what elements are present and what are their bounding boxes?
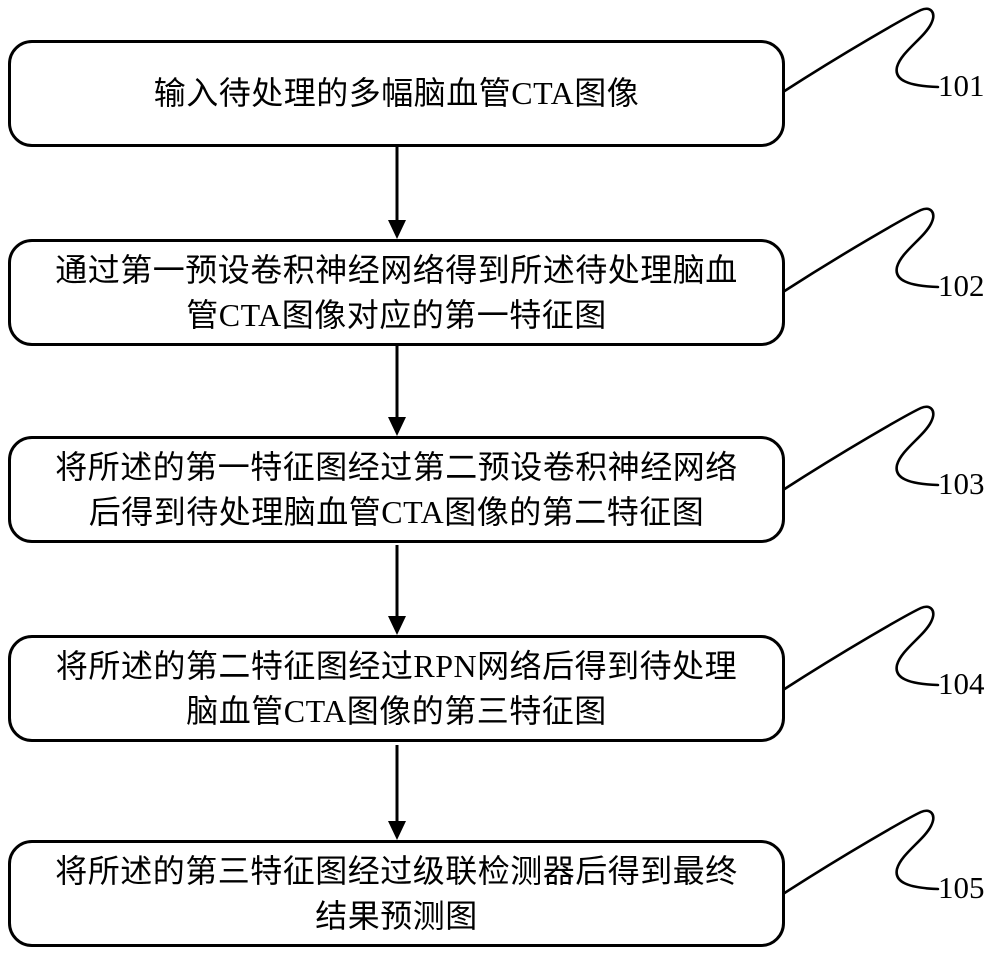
step-text-103: 将所述的第一特征图经过第二预设卷积神经网络 后得到待处理脑血管CTA图像的第二特… bbox=[55, 448, 738, 530]
step-text-104: 将所述的第二特征图经过RPN网络后得到待处理 脑血管CTA图像的第三特征图 bbox=[55, 647, 738, 729]
step-text-101: 输入待处理的多幅脑血管CTA图像 bbox=[153, 75, 640, 111]
ref-label-105: 105 bbox=[938, 870, 985, 905]
leader-lines bbox=[781, 7, 940, 896]
ref-label-102: 102 bbox=[938, 268, 985, 303]
ref-label-103: 103 bbox=[938, 466, 985, 501]
ref-label-104: 104 bbox=[938, 666, 985, 701]
ref-label-101: 101 bbox=[938, 68, 985, 103]
leader-line-101 bbox=[781, 7, 940, 94]
flow-arrow-3 bbox=[388, 545, 406, 635]
step-box-102: 通过第一预设卷积神经网络得到所述待处理脑血 管CTA图像对应的第一特征图 bbox=[8, 239, 785, 346]
flow-arrow-4 bbox=[388, 745, 406, 840]
step-text-102: 通过第一预设卷积神经网络得到所述待处理脑血 管CTA图像对应的第一特征图 bbox=[55, 251, 738, 333]
step-box-103: 将所述的第一特征图经过第二预设卷积神经网络 后得到待处理脑血管CTA图像的第二特… bbox=[8, 436, 785, 543]
leader-line-103 bbox=[781, 405, 940, 492]
flow-arrow-1 bbox=[388, 146, 406, 239]
leader-line-105 bbox=[781, 809, 940, 896]
leader-line-104 bbox=[781, 605, 940, 692]
step-text-105: 将所述的第三特征图经过级联检测器后得到最终 结果预测图 bbox=[55, 852, 738, 934]
step-box-105: 将所述的第三特征图经过级联检测器后得到最终 结果预测图 bbox=[8, 840, 785, 947]
flow-arrow-2 bbox=[388, 345, 406, 436]
step-box-101: 输入待处理的多幅脑血管CTA图像 bbox=[8, 40, 785, 147]
step-box-104: 将所述的第二特征图经过RPN网络后得到待处理 脑血管CTA图像的第三特征图 bbox=[8, 635, 785, 742]
leader-line-102 bbox=[781, 207, 940, 294]
